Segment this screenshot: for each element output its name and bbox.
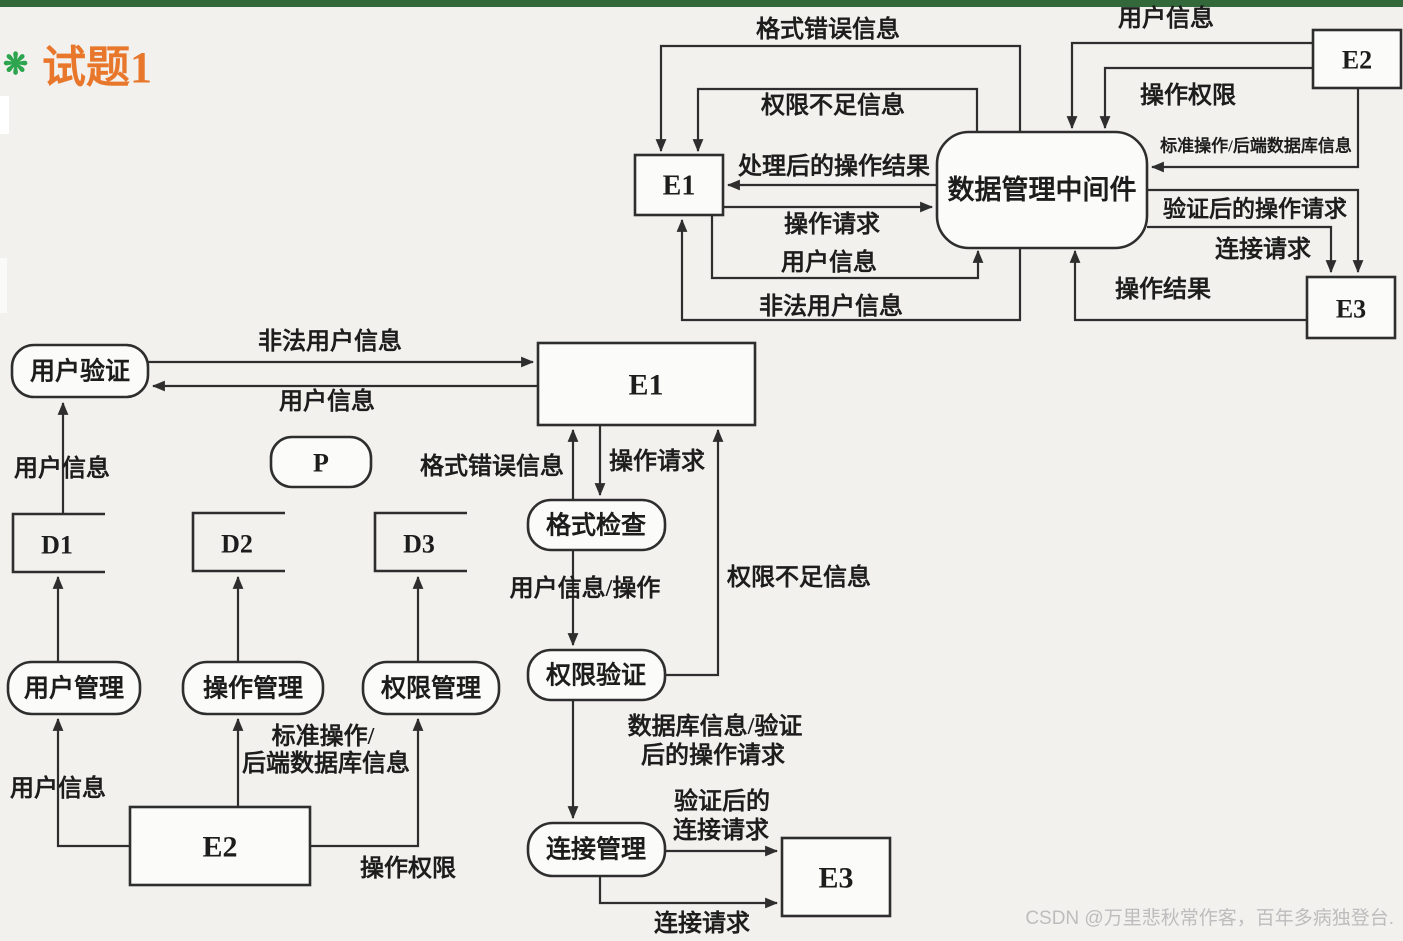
flow-op-result-label: 操作结果: [1115, 276, 1211, 303]
process-p-label: P: [313, 449, 329, 478]
flow2-std-ops-label-line1: 标准操作/: [272, 723, 375, 750]
process-user-verify: [10, 343, 150, 399]
flow2-user-info-op-label: 用户信息/操作: [510, 574, 661, 602]
flow-std-ops-line: [1150, 88, 1360, 173]
flow-op-result-line: [1069, 249, 1307, 322]
flow2-perm-insufficient-line: [665, 428, 724, 677]
flow-processed-result-label: 处理后的操作结果: [737, 152, 930, 180]
flow2-std-ops-label-line2: 后端数据库信息: [242, 749, 410, 777]
flow-perm-insufficient-line: [692, 87, 979, 153]
process-middleware: [935, 130, 1149, 250]
flow-user-info-up-label: 用户信息: [781, 248, 877, 276]
flow-illegal-user-line: [676, 218, 1022, 322]
process-p: [269, 435, 373, 489]
flow-perm-insufficient-label: 权限不足信息: [760, 91, 905, 119]
entity-e1-context-label: E1: [663, 171, 696, 202]
datastore-d2-label: D2: [221, 530, 253, 559]
process-conn-mgmt: [526, 821, 667, 878]
flow2-verified-conn-label-line1: 验证后的: [674, 787, 770, 815]
flow-conn-request-line: [1147, 225, 1337, 274]
process-format-check: [526, 498, 667, 552]
entity-e2-detail: [128, 805, 312, 887]
flow-op-permission-label: 操作权限: [1140, 82, 1236, 109]
flow2-perm-insufficient-label: 权限不足信息: [726, 563, 871, 591]
flow2-db-info-label-line2: 后的操作请求: [641, 741, 785, 769]
entity-e3-detail: [780, 836, 892, 918]
flow-op-request-label: 操作请求: [784, 211, 880, 238]
entity-e2-context: [1311, 28, 1403, 90]
process-user-mgmt: [6, 660, 142, 716]
flow-user-info-in-label: 用户信息: [1118, 4, 1214, 32]
process-perm-verify-label: 权限验证: [545, 661, 646, 690]
flow-op-permission-line: [1099, 66, 1313, 130]
flow-std-ops-label: 标准操作/后端数据库信息: [1160, 136, 1352, 156]
flow2-format-error-label: 格式错误信息: [420, 452, 564, 480]
screen-edge-artifact: [0, 96, 9, 134]
datastore-d1-label: D1: [41, 531, 73, 560]
flow-illegal-user-label: 非法用户信息: [759, 292, 903, 320]
flow2-user-info-up-label: 用户信息: [14, 454, 110, 482]
flow2-user-info-ret-label: 用户信息: [279, 387, 375, 415]
flow-format-error-label: 格式错误信息: [756, 15, 900, 43]
process-op-mgmt-label: 操作管理: [203, 674, 303, 703]
entity-e1-detail-label: E1: [628, 369, 663, 402]
entity-e3-context-label: E3: [1336, 295, 1366, 324]
process-middleware-label: 数据管理中间件: [948, 175, 1137, 205]
flow-user-info-up-line: [710, 215, 984, 280]
entity-e1-context: [633, 153, 725, 217]
entity-e2-detail-label: E2: [202, 831, 237, 864]
flow2-verified-conn-label-line2: 连接请求: [673, 816, 769, 844]
entity-e1-detail: [536, 341, 757, 427]
process-user-mgmt-label: 用户管理: [24, 674, 124, 703]
flow2-conn-request-label: 连接请求: [654, 909, 750, 937]
datastore-d2: [191, 511, 285, 573]
datastore-d3-label: D3: [403, 530, 435, 559]
flow2-db-info-label-line1: 数据库信息/验证: [628, 712, 803, 740]
flow2-conn-request-line: [598, 876, 779, 909]
flow2-op-permission-line: [310, 717, 424, 848]
flow-user-info-in-line: [1066, 41, 1313, 130]
page-title: 试题1: [42, 43, 152, 92]
process-perm-mgmt: [361, 660, 501, 716]
top-green-bar: [0, 0, 1403, 7]
flow-conn-request-label: 连接请求: [1215, 235, 1311, 263]
entity-e2-context-label: E2: [1342, 46, 1372, 75]
entity-e3-context: [1305, 275, 1397, 340]
context-diagram: E1 数据管理中间件 E2 E3 格式错误信息 权限不足信息 用户信息 操作权限…: [633, 4, 1403, 340]
process-perm-mgmt-label: 权限管理: [380, 674, 481, 703]
process-conn-mgmt-label: 连接管理: [546, 835, 646, 864]
flow-verified-op-request-line: [1147, 188, 1364, 274]
process-perm-verify: [526, 648, 667, 702]
entity-e3-detail-label: E3: [818, 862, 853, 895]
flow-verified-op-request-label: 验证后的操作请求: [1163, 196, 1347, 222]
flow-format-error-line: [655, 44, 1022, 153]
process-op-mgmt: [181, 660, 325, 716]
flow2-op-request-label: 操作请求: [609, 448, 705, 475]
process-user-verify-label: 用户验证: [30, 357, 130, 386]
detail-diagram: 用户验证 E1 P 格式检查 D1 D2 D3 权限验证 用户管理 操作管理 权…: [6, 327, 892, 937]
flow2-illegal-user-label: 非法用户信息: [258, 327, 402, 355]
process-format-check-label: 格式检查: [546, 511, 646, 540]
flow2-user-info-e2-label: 用户信息: [10, 774, 106, 802]
datastore-d1: [11, 512, 105, 574]
csdn-watermark: CSDN @万里悲秋常作客，百年多病独登台.: [1025, 907, 1394, 929]
datastore-d3: [373, 511, 467, 573]
screen-edge-artifact: [0, 258, 7, 313]
flow2-user-info-e2-line: [52, 717, 130, 848]
bullet-flower-icon: ❋: [3, 48, 28, 81]
flow2-op-permission-label: 操作权限: [360, 855, 456, 882]
